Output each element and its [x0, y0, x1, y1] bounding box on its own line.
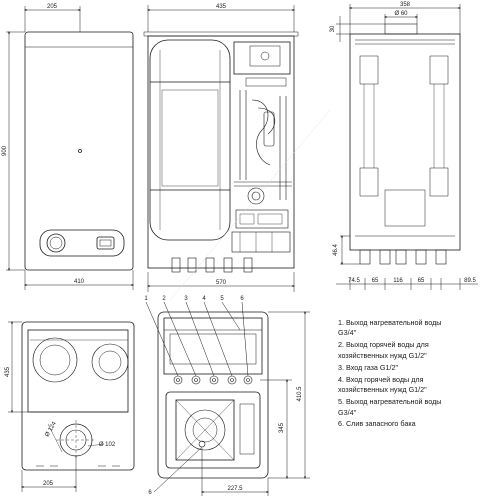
side-view — [349, 23, 461, 265]
dim-plan-circle-124: Ø 124 — [44, 420, 58, 438]
callout-3: 3 — [184, 296, 188, 302]
legend-item-1: 1. Выход нагревательной воды G3/4" — [338, 318, 442, 338]
callout-5: 5 — [220, 296, 224, 302]
pipework — [234, 90, 292, 200]
callout-6-bottom: 6 — [148, 490, 152, 496]
dim-front-top: 205 — [47, 4, 58, 10]
dim-side-bottom-5: 89.5 — [464, 278, 476, 284]
internal-view — [143, 31, 299, 273]
legend-item-3: 3. Вход газа G1/2" — [338, 362, 399, 372]
dim-plan-circle-102: Ø 102 — [99, 442, 116, 448]
dim-side-bottom-2: 65 — [372, 278, 379, 284]
dim-side-height: 46.4 — [333, 244, 339, 256]
drain-port — [198, 440, 206, 448]
dim-bottom-2275: 227.5 — [227, 486, 243, 492]
legend-item-2: 2. Выход горячей воды для хозяйственных … — [338, 340, 429, 360]
flue-outlet — [384, 23, 418, 35]
heat-exchanger — [233, 41, 291, 87]
callout-4: 4 — [202, 296, 206, 302]
bottom-connection-ports — [173, 375, 253, 385]
watermark-line — [169, 109, 331, 301]
plan-view — [21, 321, 135, 471]
plan-dimensions — [8, 321, 77, 492]
dim-plan-bottom: 205 — [43, 481, 54, 487]
side-connections — [359, 249, 447, 265]
legend-item-6: 6. Слив запасного бака — [338, 419, 416, 429]
dim-front-bottom: 410 — [74, 279, 85, 285]
dim-side-offset: 30 — [330, 25, 336, 32]
internal-dimensions — [147, 5, 295, 292]
dim-front-height: 900 — [2, 145, 8, 156]
callout-2: 2 — [162, 296, 166, 302]
front-dimensions — [6, 6, 134, 290]
dim-internal-top: 435 — [216, 4, 227, 10]
bottom-connections — [171, 257, 253, 273]
legend-item-5: 5. Выход нагревательной воды G3/4" — [338, 397, 442, 417]
front-view — [24, 31, 134, 271]
dim-bottom-345: 345 — [279, 422, 285, 433]
dim-side-bottom-4: 65 — [418, 278, 425, 284]
side-dimensions — [336, 4, 478, 290]
callout-6: 6 — [240, 296, 244, 302]
dim-side-bottom-1: 74.5 — [348, 278, 360, 284]
bottom-callout-leaders — [145, 301, 249, 493]
dim-side-bottom-3: 116 — [393, 278, 403, 284]
dim-plan-height: 435 — [5, 366, 11, 377]
connections-legend: 1. Выход нагревательной воды G3/4" 2. Вы… — [338, 318, 488, 431]
dim-internal-bottom: 570 — [216, 280, 227, 286]
legend-item-4: 4. Вход горячей воды для хозяйственных н… — [338, 374, 427, 395]
dim-bottom-4105: 410.5 — [297, 386, 303, 402]
bottom-view — [157, 311, 269, 479]
dim-side-top: 358 — [400, 2, 411, 8]
water-tank — [149, 39, 231, 241]
dim-flue-diameter: Ø 60 — [394, 11, 408, 17]
indicator-icon — [78, 149, 82, 153]
callout-1: 1 — [144, 296, 148, 302]
burner-assembly — [231, 187, 291, 253]
control-panel — [39, 229, 125, 257]
bottom-dimensions — [201, 311, 310, 496]
